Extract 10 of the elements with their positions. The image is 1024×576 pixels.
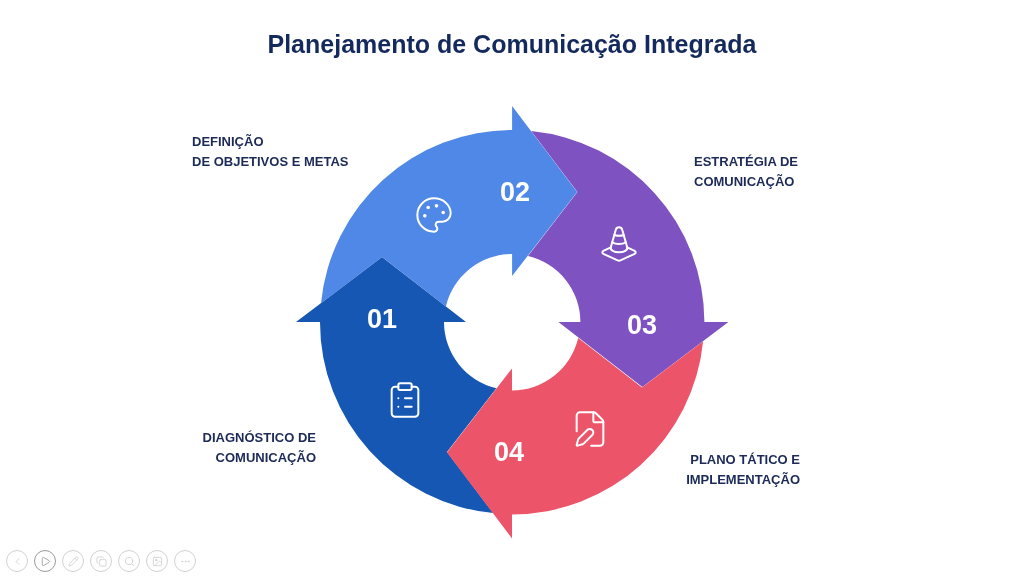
- step-number: 02: [499, 176, 530, 208]
- step-number: 01: [367, 303, 397, 335]
- step-number: 04: [494, 436, 524, 468]
- step-description: DIAGNÓSTICO DE COMUNICAÇÃO: [201, 429, 316, 467]
- step-description: DEFINIÇÃO: [192, 133, 264, 151]
- step-description: PLANO TÁTICO E IMPLEMENTAÇÃO: [685, 451, 800, 489]
- title: Planejamento de Comunicação Integrada: [267, 30, 757, 59]
- step-number: 03: [626, 309, 657, 341]
- step-description: DE OBJETIVOS E METAS: [192, 153, 349, 171]
- step-description: ESTRATÉGIA DE COMUNICAÇÃO: [694, 153, 799, 191]
